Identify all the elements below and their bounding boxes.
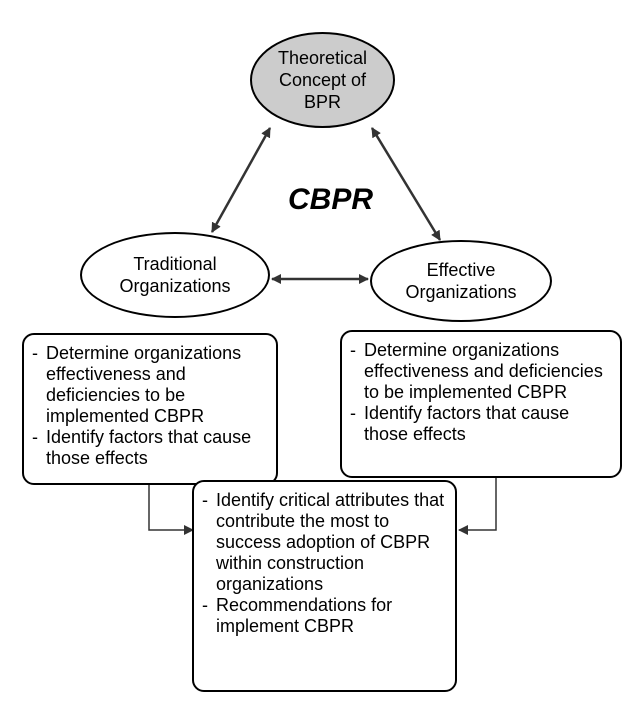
- node-traditional-organizations: Traditional Organizations: [80, 232, 270, 318]
- box-critical-attributes: Identify critical attributes that contri…: [192, 480, 457, 692]
- node-effective-organizations: Effective Organizations: [370, 240, 552, 322]
- node-traditional-line-1: Traditional: [133, 254, 217, 274]
- node-theoretical-line-3: BPR: [303, 92, 341, 112]
- arrow-theory-effective: [370, 127, 442, 241]
- node-theoretical-line-2: Concept of: [278, 70, 367, 90]
- box-left-item-1: Determine organizations effectiveness an…: [30, 343, 270, 427]
- box-right-item-1: Determine organizations effectiveness an…: [348, 340, 614, 403]
- arrow-left-to-bottom: [148, 484, 194, 535]
- arrow-right-to-bottom: [458, 478, 497, 535]
- node-theoretical-line-1: Theoretical: [277, 48, 368, 68]
- center-label-cbpr: CBPR: [288, 183, 374, 216]
- node-traditional-line-2: Organizations: [119, 276, 231, 296]
- box-bottom-item-1: Identify critical attributes that contri…: [200, 490, 449, 595]
- node-effective-line-2: Organizations: [405, 282, 517, 302]
- node-effective-line-1: Effective: [426, 260, 496, 280]
- box-effective-tasks: Determine organizations effectiveness an…: [340, 330, 622, 478]
- box-right-item-2: Identify factors that cause those effect…: [348, 403, 614, 445]
- box-left-item-2: Identify factors that cause those effect…: [30, 427, 270, 469]
- box-traditional-tasks: Determine organizations effectiveness an…: [22, 333, 278, 485]
- box-bottom-item-2: Recommendations for implement CBPR: [200, 595, 449, 637]
- arrow-theory-traditional: [210, 127, 272, 233]
- node-theoretical-concept: Theoretical Concept of BPR: [250, 32, 395, 128]
